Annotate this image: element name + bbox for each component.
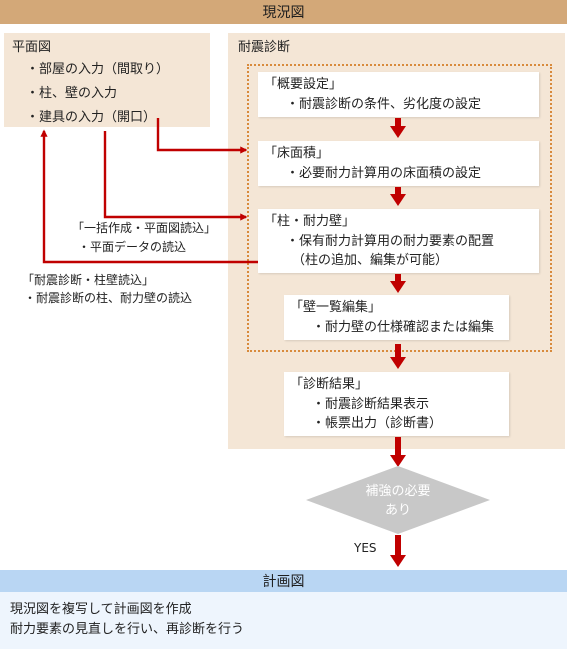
note-bulk-create-title: 「一括作成・平面図読込」: [72, 221, 217, 235]
plan-line-1: 現況図を複写して計画図を作成: [10, 602, 192, 617]
arrow-decision-to-plan: [390, 535, 406, 567]
plan-line-2: 耐力要素の見直しを行い、再診断を行う: [10, 622, 245, 637]
step-columns-walls[interactable]: 「柱・耐力壁」 ・保有耐力計算用の耐力要素の配置 （柱の追加、編集が可能）: [258, 209, 539, 273]
step-wall-list-edit[interactable]: 「壁一覧編集」 ・耐力壁の仕様確認または編集: [284, 295, 509, 340]
decision-yes-label: YES: [354, 541, 377, 555]
step-columns-walls-title: 「柱・耐力壁」: [264, 214, 356, 229]
decision-label: 補強の必要 あり: [330, 482, 466, 520]
arrow-floor-area-to-columns: [390, 187, 406, 206]
connector-fittings-to-floor-area: [156, 118, 248, 154]
arrow-columns-to-wall-list: [390, 274, 406, 293]
diagnosis-panel-title: 耐震診断: [238, 40, 291, 55]
step-result-line-1: ・耐震診断結果表示: [312, 397, 430, 412]
arrow-result-to-decision: [390, 437, 406, 467]
arrow-overview-to-floor-area: [390, 118, 406, 138]
connector-walls-to-columns: [103, 131, 248, 221]
floor-plan-item-fittings: ・建具の入力（開口）: [26, 110, 157, 125]
note-load-walls-line: ・耐震診断の柱、耐力壁の読込: [24, 291, 193, 305]
note-bulk-create-line: ・平面データの読込: [78, 240, 187, 254]
note-load-walls-title: 「耐震診断・柱壁読込」: [22, 273, 155, 287]
plan-bar: 計画図: [0, 570, 567, 592]
step-columns-walls-line-1: ・保有耐力計算用の耐力要素の配置: [286, 234, 495, 249]
step-diagnosis-result[interactable]: 「診断結果」 ・耐震診断結果表示 ・帳票出力（診断書）: [284, 372, 509, 436]
decision-diamond: [306, 466, 490, 534]
floor-plan-item-rooms: ・部屋の入力（間取り）: [26, 62, 170, 77]
step-result-title: 「診断結果」: [290, 377, 369, 392]
step-floor-area-title: 「床面積」: [264, 146, 330, 161]
step-overview-line: ・耐震診断の条件、劣化度の設定: [286, 97, 482, 112]
step-floor-area[interactable]: 「床面積」 ・必要耐力計算用の床面積の設定: [258, 141, 539, 186]
step-wall-list-title: 「壁一覧編集」: [290, 300, 382, 315]
plan-panel: 現況図を複写して計画図を作成 耐力要素の見直しを行い、再診断を行う: [0, 592, 567, 649]
step-wall-list-line: ・耐力壁の仕様確認または編集: [312, 320, 495, 335]
arrow-wall-list-to-result: [390, 344, 406, 369]
step-columns-walls-line-2: （柱の追加、編集が可能）: [292, 253, 449, 268]
step-overview-title: 「概要設定」: [264, 77, 343, 92]
header-bar: 現況図: [0, 0, 567, 24]
floor-plan-item-columns-walls: ・柱、壁の入力: [26, 86, 118, 101]
step-floor-area-line: ・必要耐力計算用の床面積の設定: [286, 166, 482, 181]
header-title: 現況図: [262, 5, 305, 21]
plan-title: 計画図: [262, 574, 305, 590]
floor-plan-panel: 平面図 ・部屋の入力（間取り） ・柱、壁の入力 ・建具の入力（開口）: [4, 33, 210, 127]
step-overview-settings[interactable]: 「概要設定」 ・耐震診断の条件、劣化度の設定: [258, 72, 539, 117]
decision-line-2: あり: [384, 503, 411, 518]
decision-line-1: 補強の必要: [365, 484, 431, 499]
connector-columns-back-to-plan: [40, 129, 258, 264]
floor-plan-title: 平面図: [12, 40, 52, 55]
step-result-line-2: ・帳票出力（診断書）: [312, 416, 443, 431]
